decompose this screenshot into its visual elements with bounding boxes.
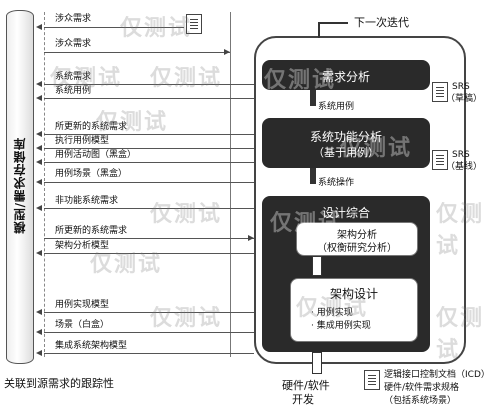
icd-label-2: 硬件/软件需求规格 xyxy=(384,383,460,393)
vertical-guide-right xyxy=(230,12,231,357)
arrow-left-icon xyxy=(36,145,42,151)
panel-system-functional-analysis: 系统功能分析 （基于用例） xyxy=(262,118,430,168)
arrow-left-icon xyxy=(36,309,42,315)
row-label: 用例场景（黑盒） xyxy=(55,169,128,179)
srs-draft-icon xyxy=(432,82,448,102)
down-arrow-icon xyxy=(310,168,316,184)
row-label: 用例实现模型 xyxy=(55,300,110,310)
next-iteration-arrow xyxy=(318,22,348,38)
traceability-label: 关联到源需求的跟踪性 xyxy=(4,377,114,390)
watermark: 仅测试 xyxy=(150,202,223,227)
box-item-2: · 集成用例实现 xyxy=(311,321,371,331)
flow-label-sys-usecase: 系统用例 xyxy=(318,102,355,112)
icd-label-1: 逻辑接口控制文档（ICD） xyxy=(384,370,490,380)
icd-document-icon xyxy=(364,370,380,390)
watermark: 仅测试 xyxy=(150,306,223,331)
row-line xyxy=(44,238,254,239)
hw-sw-dev-label-1: 硬件/软件 xyxy=(282,379,330,392)
down-arrow-icon xyxy=(312,352,322,374)
panel-title-line1: 系统功能分析 xyxy=(309,130,382,144)
row-line xyxy=(44,208,254,209)
row-label: 系统需求 xyxy=(55,72,92,82)
arrow-left-icon xyxy=(36,205,42,211)
row-label: 执行用例模型 xyxy=(55,136,110,146)
arrow-left-icon xyxy=(36,131,42,137)
arrow-left-icon xyxy=(36,350,42,356)
row-label: 架构分析模型 xyxy=(55,241,110,251)
arrow-right-icon xyxy=(248,235,254,241)
srs-baseline-label-2: （基线） xyxy=(446,162,483,172)
panel-requirements-analysis: 需求分析 xyxy=(262,60,430,90)
srs-draft-label-2: （草稿） xyxy=(446,94,483,104)
row-line xyxy=(44,134,254,135)
arrow-left-icon xyxy=(36,250,42,256)
row-line xyxy=(44,27,184,28)
repository-label-text: 模型/需求存储库 xyxy=(12,136,27,234)
flow-label-sys-operation: 系统操作 xyxy=(318,178,355,188)
row-label: 涉众需求 xyxy=(55,39,92,49)
row-line xyxy=(44,353,254,354)
arrow-left-icon xyxy=(36,24,42,30)
box-architecture-analysis: 架构分析 （权衡研究分析） xyxy=(296,222,418,256)
row-label: 涉众需求 xyxy=(55,14,92,24)
vertical-guide-left xyxy=(44,12,45,357)
arrow-left-icon xyxy=(36,179,42,185)
row-label: 系统用例 xyxy=(55,86,92,96)
row-line xyxy=(44,312,254,313)
repository-bar xyxy=(6,10,34,364)
row-line xyxy=(44,84,254,85)
arrow-left-icon xyxy=(36,329,42,335)
srs-baseline-label-1: SRS xyxy=(452,150,470,160)
up-down-arrow-icon xyxy=(312,256,322,276)
srs-baseline-icon xyxy=(432,150,448,170)
arrow-left-icon xyxy=(36,159,42,165)
row-label: 集成系统架构模型 xyxy=(55,341,128,351)
box-title: 架构设计 xyxy=(329,287,378,301)
box-title-line2: （权衡研究分析） xyxy=(317,243,397,254)
row-label: 所更新的系统需求 xyxy=(55,122,128,132)
box-architecture-design: 架构设计 · 用例实现 · 集成用例实现 xyxy=(290,278,418,342)
arrow-left-icon xyxy=(36,95,42,101)
row-label: 用例活动图（黑盒） xyxy=(55,150,137,160)
document-icon xyxy=(186,14,202,34)
row-label: 非功能系统需求 xyxy=(55,196,119,206)
row-line xyxy=(44,52,230,53)
row-line xyxy=(44,253,254,254)
process-frame xyxy=(254,36,466,364)
hw-sw-dev-label-2: 开发 xyxy=(292,393,314,406)
box-title-line1: 架构分析 xyxy=(337,230,377,241)
row-label: 所更新的系统需求 xyxy=(55,226,128,236)
row-line xyxy=(44,182,254,183)
watermark: 仅测试 xyxy=(150,66,223,91)
row-line xyxy=(44,332,254,333)
row-line xyxy=(44,148,254,149)
row-line xyxy=(44,98,254,99)
panel-title: 需求分析 xyxy=(321,70,370,84)
down-arrow-icon xyxy=(310,90,316,106)
arrow-left-icon xyxy=(36,81,42,87)
watermark: 仅测试 xyxy=(120,16,193,41)
icd-label-3: （包括系统场景） xyxy=(384,396,457,406)
row-line xyxy=(44,162,254,163)
box-item-1: · 用例实现 xyxy=(311,308,353,318)
arrow-right-icon xyxy=(224,49,230,55)
next-iteration-label: 下一次迭代 xyxy=(354,16,409,29)
panel-title: 设计综合 xyxy=(321,206,370,220)
row-label: 场景（白盒） xyxy=(55,320,110,330)
panel-title-line2: （基于用例） xyxy=(313,146,379,159)
srs-draft-label-1: SRS xyxy=(452,82,470,92)
